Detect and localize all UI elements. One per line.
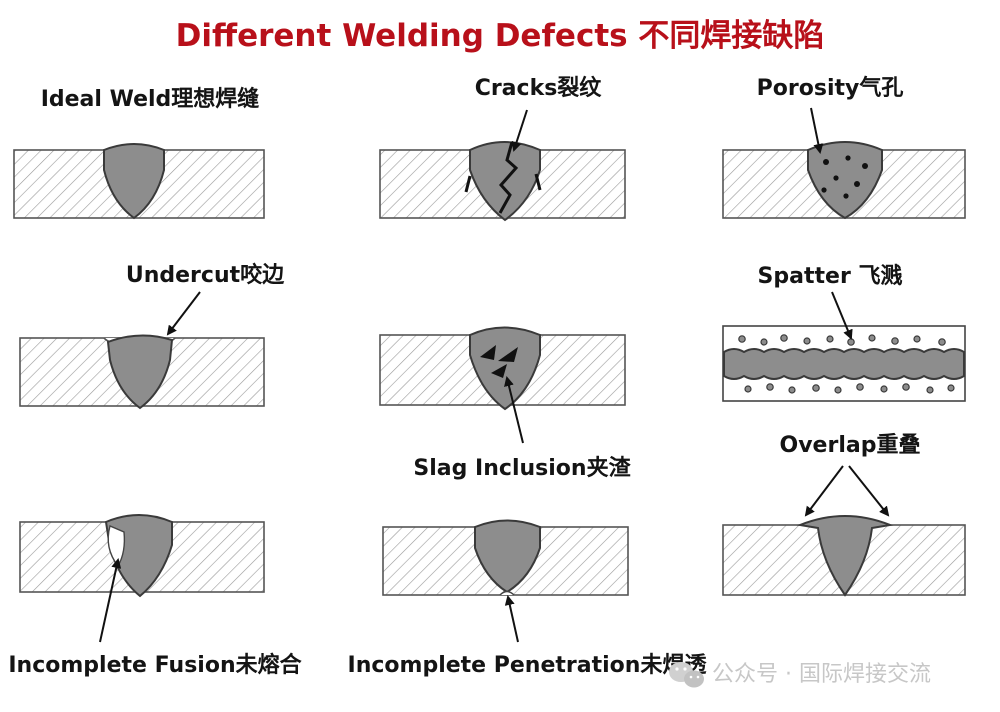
porosity-arrow	[810, 107, 824, 154]
spatter-droplets	[738, 334, 955, 394]
ideal-weld-label: Ideal Weld理想焊缝	[41, 86, 260, 112]
penetration-gap	[499, 590, 515, 596]
crack-edge-marks	[464, 173, 542, 193]
penetration-arrow	[504, 595, 519, 643]
panel-porosity: Porosity气孔	[722, 75, 966, 220]
overlap-weld-bead	[796, 515, 894, 597]
slag-inclusion-1	[480, 345, 496, 360]
porosity-label: Porosity气孔	[757, 75, 904, 101]
slag-inclusion-3	[491, 364, 507, 378]
slag-label: Slag Inclusion夹渣	[413, 455, 631, 481]
ideal-weld-bead	[103, 143, 165, 220]
panel-undercut: Undercut咬边	[19, 262, 285, 410]
porosity-pores	[821, 155, 868, 199]
spatter-weld-bead	[723, 348, 965, 380]
undercut-weld-bead	[106, 334, 174, 410]
panel-slag-inclusion: Slag Inclusion夹渣	[379, 326, 632, 481]
cracks-arrow	[511, 109, 528, 152]
overlap-arrow-left	[804, 465, 844, 517]
slag-inclusion-2	[498, 347, 518, 362]
diagram-title: Different Welding Defects 不同焊接缺陷	[176, 18, 825, 54]
penetration-label: Incomplete Penetration未焊透	[348, 653, 708, 678]
panel-overlap	[722, 515, 966, 597]
spatter-arrow	[831, 291, 853, 340]
fusion-label: Incomplete Fusion未熔合	[8, 652, 302, 678]
panel-ideal-weld: Ideal Weld理想焊缝	[13, 86, 265, 220]
panel-cracks: Cracks裂纹	[379, 75, 626, 222]
spatter-label: Spatter 飞溅	[758, 264, 903, 289]
panel-incomplete-fusion: Incomplete Fusion未熔合	[8, 514, 303, 678]
panel-incomplete-penetration: Incomplete Penetration未焊透	[348, 519, 708, 678]
overlap-arrow-right	[848, 465, 890, 517]
fusion-arrow	[99, 558, 122, 643]
undercut-arrow	[166, 291, 201, 336]
slag-arrow	[504, 376, 524, 444]
panel-overlap-label: Overlap重叠	[780, 433, 921, 517]
cracks-label: Cracks裂纹	[475, 75, 603, 101]
wechat-icon	[669, 662, 704, 688]
penetration-weld-bead	[474, 519, 541, 594]
overlap-label: Overlap重叠	[780, 433, 921, 458]
watermark: 公众号 · 国际焊接交流	[669, 662, 931, 688]
undercut-label: Undercut咬边	[126, 262, 285, 288]
panel-spatter: Spatter 飞溅	[722, 264, 966, 402]
watermark-text: 公众号 · 国际焊接交流	[712, 662, 931, 687]
crack-line	[498, 141, 519, 214]
